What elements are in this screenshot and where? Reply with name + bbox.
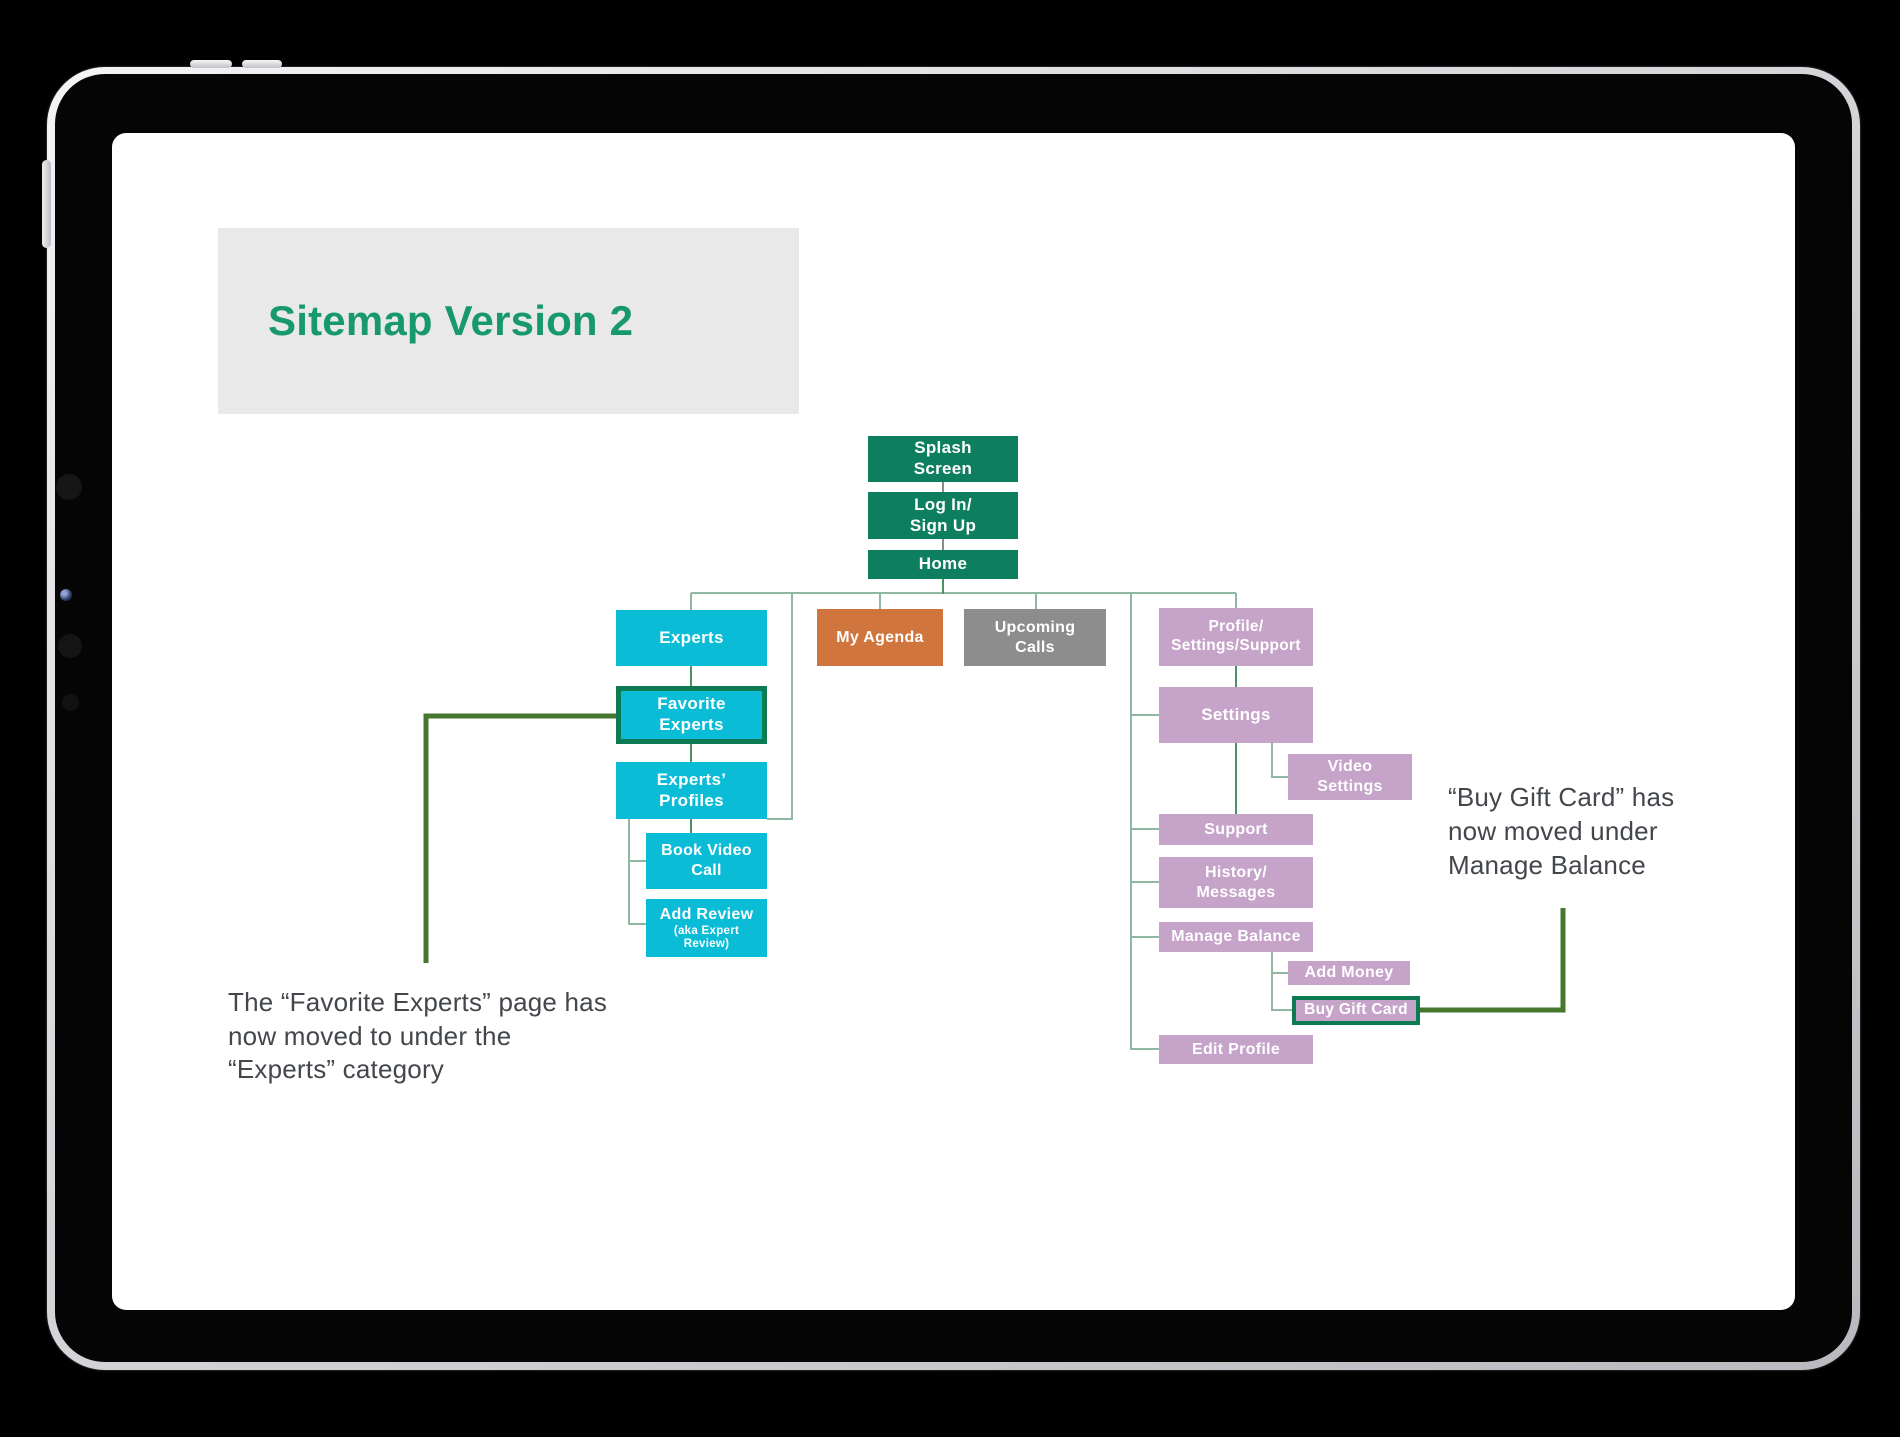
bezel-dot (56, 474, 82, 500)
node-buy-gift-card: Buy Gift Card (1292, 996, 1420, 1025)
node-history-messages: History/ Messages (1159, 857, 1313, 908)
node-upcoming-calls: Upcoming Calls (964, 609, 1106, 666)
node-experts: Experts (616, 610, 767, 666)
node-label: Log In/ Sign Up (909, 494, 977, 535)
page-title: Sitemap Version 2 (268, 297, 634, 344)
bezel-dot (58, 634, 82, 658)
node-label: Settings (1201, 704, 1271, 724)
camera-icon (60, 589, 72, 601)
node-label: Support (1204, 820, 1268, 838)
node-log-in-sign-up: Log In/ Sign Up (868, 492, 1018, 539)
bezel-dot (62, 694, 79, 711)
annotation-buy-gift-card: “Buy Gift Card” has now moved under Mana… (1448, 782, 1675, 880)
node-video-settings: Video Settings (1288, 754, 1412, 800)
node-label: Home (918, 554, 968, 574)
tablet-side-button (42, 160, 51, 248)
node-label: Favorite Experts (657, 694, 726, 734)
node-profile-settings-support: Profile/ Settings/Support (1159, 608, 1313, 666)
node-splash-screen: Splash Screen (868, 436, 1018, 482)
node-add-review: Add Review (aka Expert Review) (646, 899, 767, 957)
node-label: Splash Screen (913, 438, 973, 478)
node-label: Add Review (659, 905, 754, 923)
title-panel: Sitemap Version 2 (218, 228, 799, 414)
node-label: History/ Messages (1196, 863, 1276, 901)
node-label: Upcoming Calls (994, 618, 1076, 656)
node-label: Profile/ Settings/Support (1171, 618, 1301, 654)
node-label: Video Settings (1317, 758, 1383, 795)
node-settings: Settings (1159, 687, 1313, 743)
node-home: Home (868, 550, 1018, 579)
node-label: Experts’ Profiles (656, 769, 727, 810)
annotation-favorite-experts: The “Favorite Experts” page has now move… (228, 987, 608, 1084)
node-favorite-experts: Favorite Experts (616, 686, 767, 744)
node-add-money: Add Money (1288, 961, 1410, 985)
node-book-video-call: Book Video Call (646, 833, 767, 889)
node-sublabel: (aka Expert Review) (673, 925, 740, 951)
node-label: Book Video Call (661, 842, 752, 879)
node-label: Buy Gift Card (1304, 1001, 1408, 1019)
tablet-top-button-right (242, 60, 282, 68)
node-edit-profile: Edit Profile (1159, 1035, 1313, 1064)
node-my-agenda: My Agenda (817, 609, 943, 666)
node-manage-balance: Manage Balance (1159, 922, 1313, 952)
node-label: Experts (659, 627, 724, 647)
node-label: My Agenda (836, 628, 924, 646)
node-label: Add Money (1304, 964, 1394, 982)
node-label: Manage Balance (1171, 928, 1301, 946)
node-experts-profiles: Experts’ Profiles (616, 762, 767, 819)
node-support: Support (1159, 814, 1313, 845)
tablet-top-button-left (190, 60, 232, 68)
node-label: Edit Profile (1191, 1040, 1281, 1058)
